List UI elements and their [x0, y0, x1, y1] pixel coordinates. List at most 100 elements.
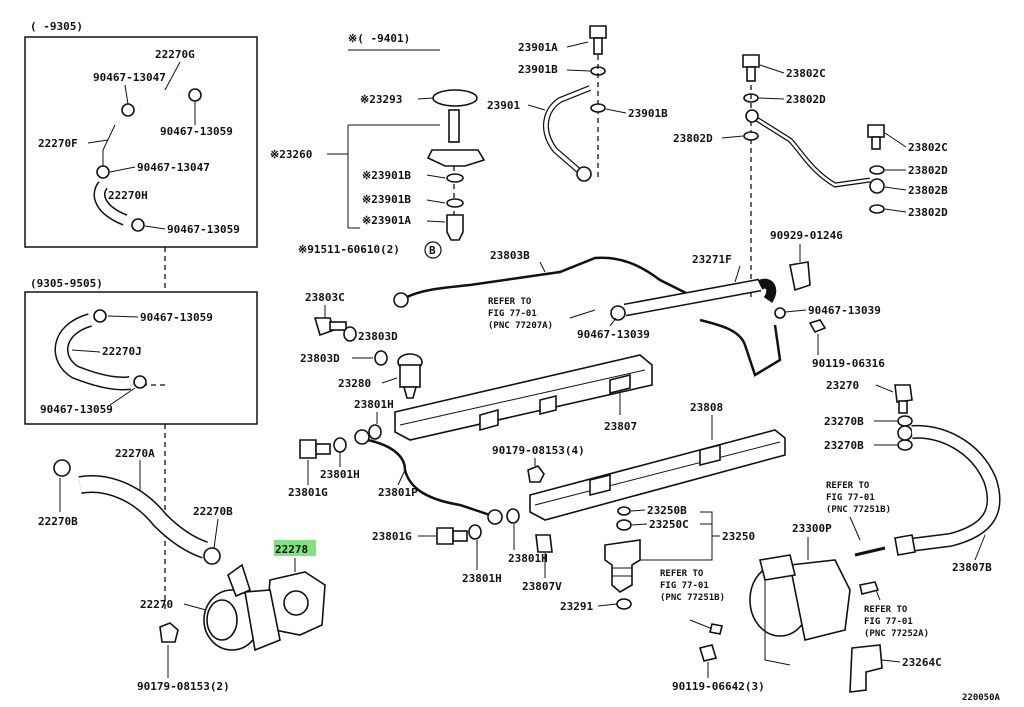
callout-90467-13039: 90467-13039 [577, 328, 650, 341]
gasket-icon [446, 198, 464, 208]
union-icon [869, 178, 885, 194]
bolt-icon [446, 214, 464, 241]
callout-23250: 23250 [722, 530, 755, 543]
leader-line [527, 104, 546, 111]
callout-90179-08153-4: 90179-08153(4) [492, 444, 585, 457]
leader-line [213, 518, 219, 549]
clamp-icon [53, 459, 71, 477]
leader-line [71, 349, 101, 353]
callout-23802B: 23802B [908, 184, 948, 197]
callout-23280: 23280 [338, 377, 371, 390]
leader-line [426, 199, 446, 204]
callout-23807V: 23807V [522, 580, 562, 593]
pipe-23803B [404, 256, 701, 302]
hose-end-icon [894, 534, 916, 556]
union-icon [745, 109, 759, 123]
leader-line [107, 315, 139, 318]
gasket-icon [743, 131, 759, 141]
callout-23270: 23270 [826, 379, 859, 392]
air-pump-housing [244, 589, 281, 652]
leader-line [566, 69, 591, 72]
callout-23801H: 23801H [508, 552, 548, 565]
refer-label: REFER TO [660, 569, 704, 579]
bolt-shank [452, 530, 468, 542]
leader-line [875, 589, 881, 601]
bolt-head-icon [742, 54, 760, 68]
pipe-boss [699, 443, 721, 467]
gasket-icon [869, 165, 885, 175]
callout-22270: 22270 [140, 598, 173, 611]
gasket-icon [468, 524, 482, 540]
leader-line [164, 61, 181, 91]
clamp-icon [203, 547, 221, 565]
callout-23901: 23901 [487, 99, 520, 112]
highlight-22278 [274, 540, 316, 556]
pipe-23801P [367, 438, 491, 517]
callout-23801H: 23801H [354, 398, 394, 411]
callout-23260: ※23260 [270, 148, 312, 161]
refer-fig: FIG 77-01 [488, 309, 537, 319]
callout-23802C: 23802C [908, 141, 948, 154]
callout-23901B: 23901B [518, 63, 558, 76]
leader-line [183, 603, 207, 611]
bolt-head-icon [589, 25, 607, 39]
gasket-icon [897, 415, 913, 427]
pipe-23901-fill [544, 86, 591, 172]
pipe-boss [539, 394, 557, 416]
leader-line [758, 97, 785, 100]
leader-line [784, 309, 807, 313]
callout-22270B: 22270B [193, 505, 233, 518]
callout-23293: ※23293 [360, 93, 402, 106]
leader-line [381, 377, 398, 384]
hose-22270A-fill [78, 476, 208, 558]
nut-icon [159, 622, 179, 643]
bolt-shank [871, 136, 881, 150]
bolt-shank [315, 443, 331, 455]
callout-90467-13047: 90467-13047 [93, 71, 166, 84]
bolt-head-icon [299, 439, 317, 459]
pipe-boss [479, 408, 499, 432]
leader-line [109, 166, 136, 173]
leader-line [144, 225, 166, 230]
callout-23801P: 23801P [378, 486, 418, 499]
bolt-shank [898, 400, 908, 414]
callout-90467-13047: 90467-13047 [137, 161, 210, 174]
callout-23270B: 23270B [824, 415, 864, 428]
callout-23807: 23807 [604, 420, 637, 433]
leader-line [734, 265, 741, 283]
badge-b: B [429, 244, 436, 257]
callout-23802D: 23802D [908, 164, 948, 177]
clamp-icon [133, 375, 147, 389]
callout-22270G: 22270G [155, 48, 195, 61]
leader-line [109, 387, 136, 406]
hose-bend [757, 278, 777, 303]
leader-line [884, 186, 907, 191]
nut-icon [527, 465, 545, 483]
cap-23293-icon [432, 89, 478, 107]
leader-line [124, 84, 129, 105]
union-icon [354, 429, 370, 445]
valve-leg [764, 580, 791, 666]
leader-line [884, 132, 907, 148]
callout-23802C: 23802C [786, 67, 826, 80]
bracket-23264C-icon [849, 644, 883, 693]
bolt-head-icon [894, 384, 913, 403]
connector-icon [709, 623, 723, 635]
callout-90119-06642: 90119-06642(3) [672, 680, 765, 693]
valve-23300P-top [759, 554, 796, 581]
callout-90467-13059: 90467-13059 [40, 403, 113, 416]
leader-line [426, 174, 446, 179]
callout-90467-13059: 90467-13059 [160, 125, 233, 138]
callout-23803D: 23803D [300, 352, 340, 365]
clamp-icon [774, 307, 786, 319]
callout-23807B: 23807B [952, 561, 992, 574]
clamp-icon [131, 218, 145, 232]
callout-23300P: 23300P [792, 522, 832, 535]
clamp-icon [610, 305, 626, 321]
refer-label: REFER TO [826, 481, 870, 491]
callout-23270B: 23270B [824, 439, 864, 452]
union-icon [487, 509, 503, 525]
callout-23803B: 23803B [490, 249, 530, 262]
union-icon [897, 425, 913, 441]
